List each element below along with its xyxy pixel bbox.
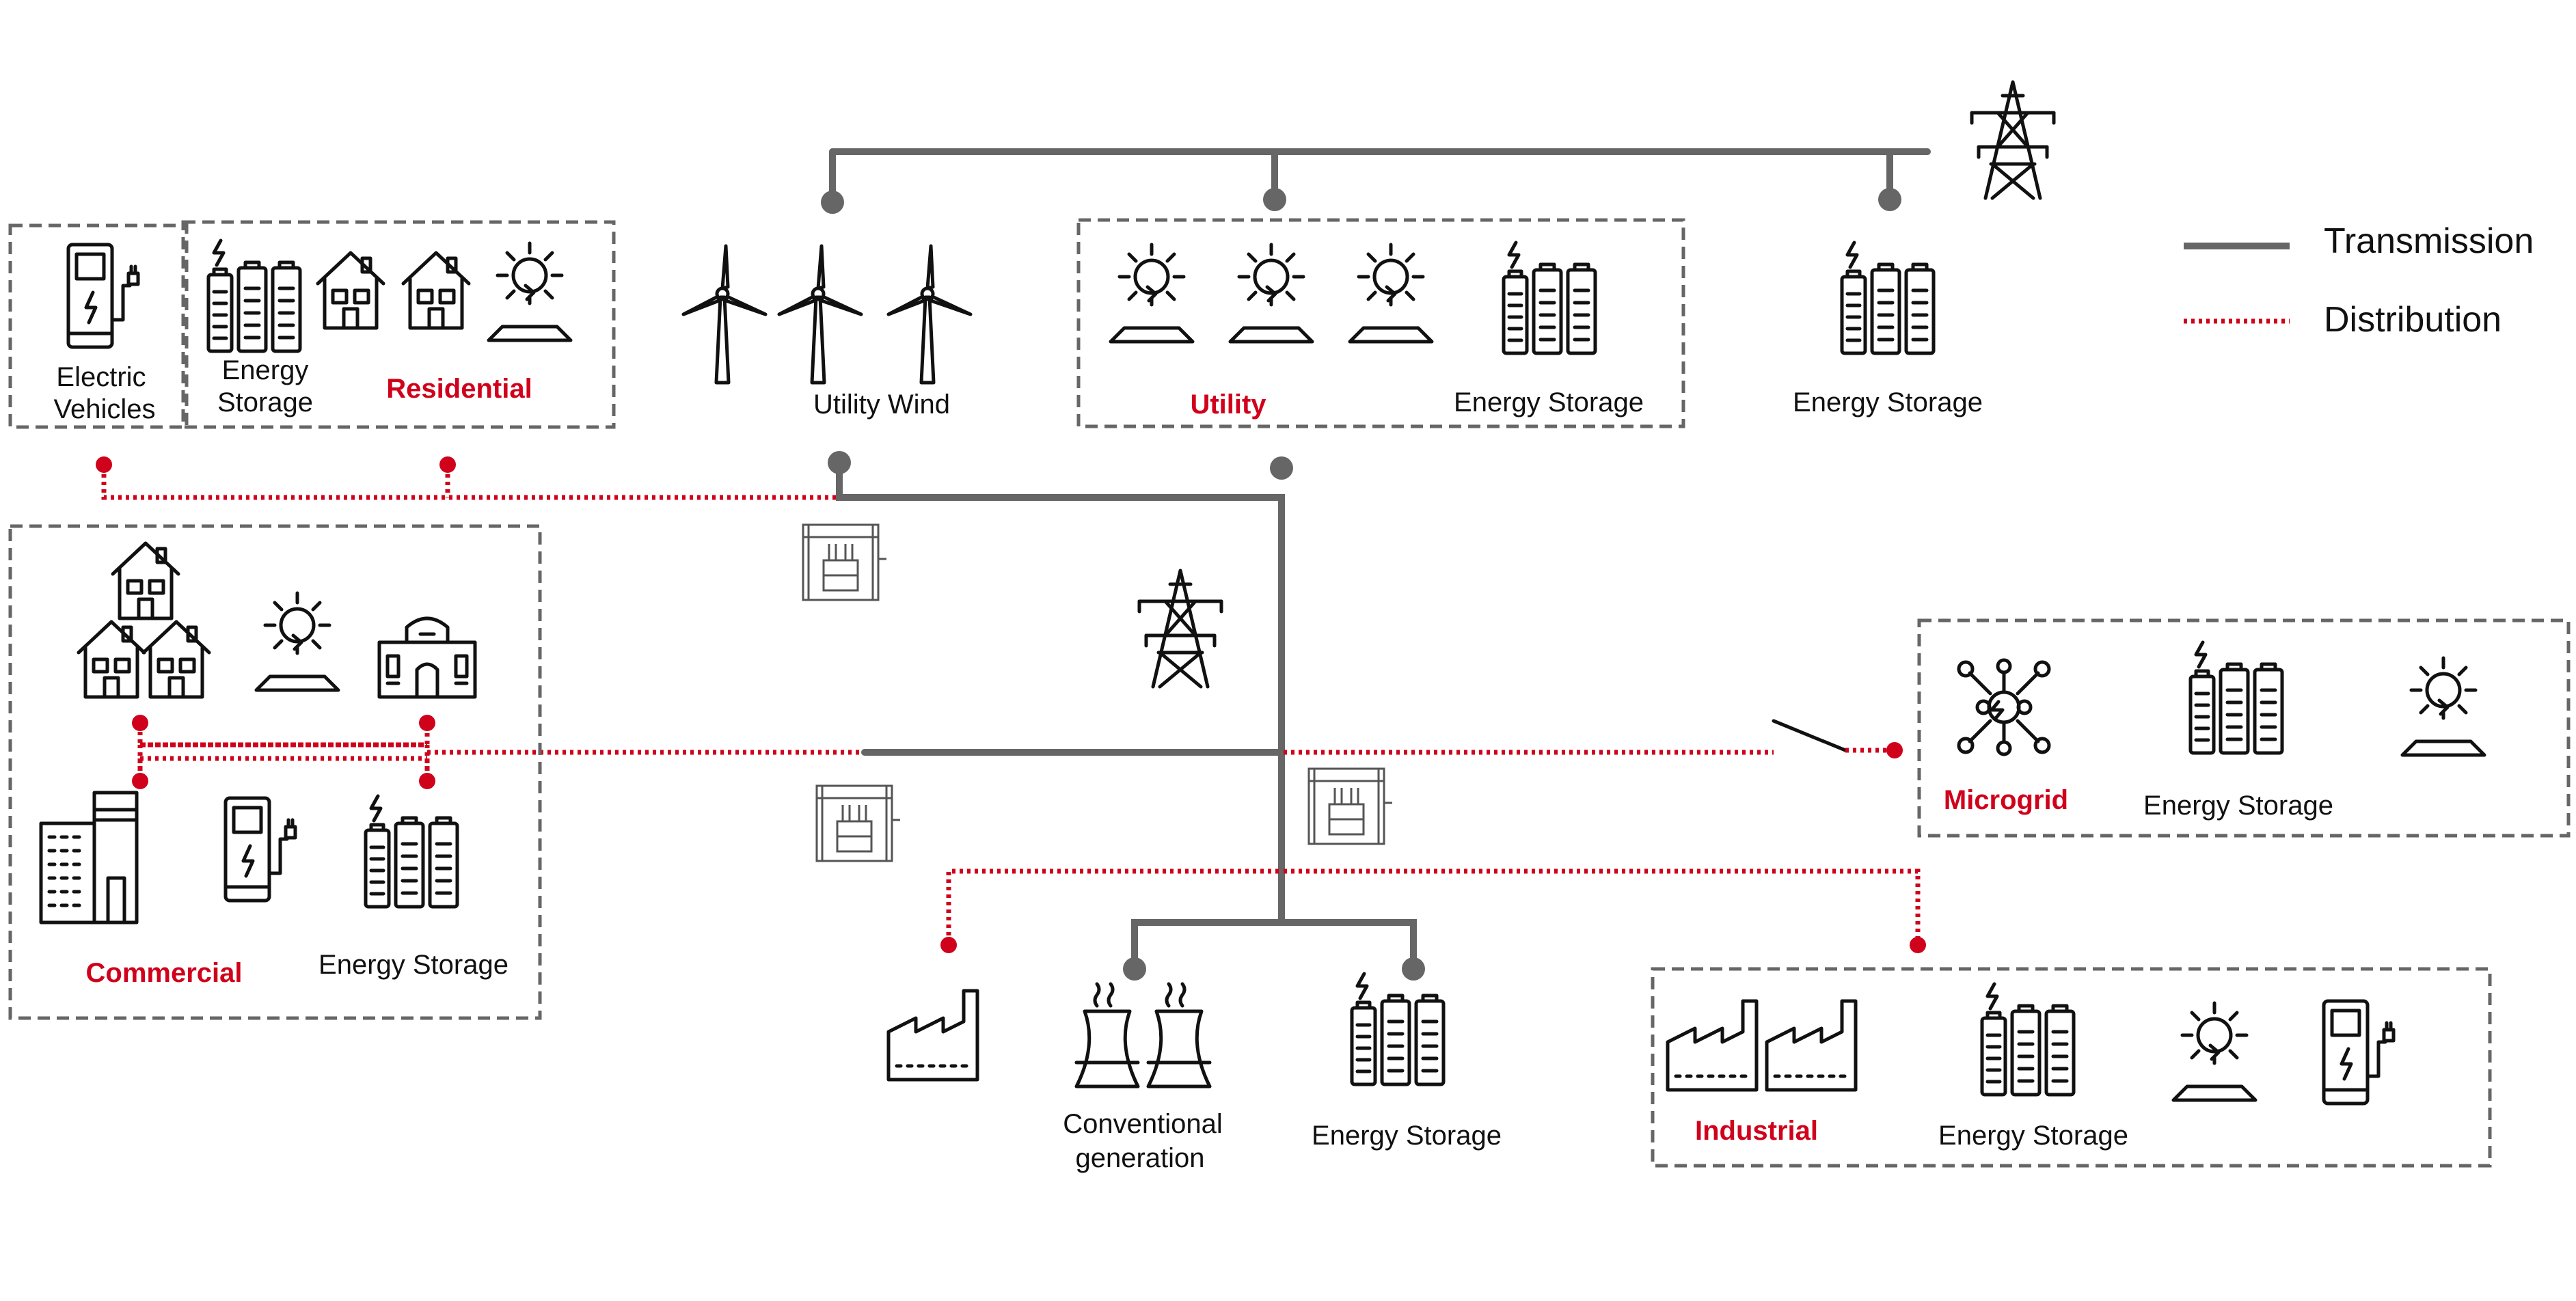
factory-icon: [889, 991, 977, 1080]
solar-panel-icon: [256, 593, 338, 690]
battery-storage-icon: [1504, 243, 1595, 353]
house-icon: [113, 543, 178, 618]
town-hall-icon: [379, 618, 475, 697]
commercial-label: Commercial: [86, 958, 243, 988]
conventional-generation-label-line1: Conventional: [1063, 1109, 1223, 1139]
cooling-tower-icon: [1076, 984, 1138, 1086]
transmission-middle-bus: [836, 461, 1285, 922]
battery-storage-icon: [2191, 642, 2282, 753]
ev-label-line2: Vehicles: [54, 394, 156, 424]
industrial-storage-label: Energy Storage: [1938, 1121, 2128, 1151]
ev-charger-icon: [226, 798, 295, 901]
microgrid-group-box: [1917, 618, 2571, 838]
transmission-tower-icon: [1139, 571, 1221, 687]
node: [1270, 456, 1293, 480]
residential-storage-label-line1: Energy: [222, 355, 309, 385]
solar-panel-icon: [2402, 658, 2484, 755]
solar-panel-icon: [1230, 245, 1312, 342]
solar-panel-icon: [2173, 1003, 2255, 1100]
node: [828, 451, 851, 474]
utility-wind-label: Utility Wind: [813, 389, 950, 420]
battery-storage-icon: [366, 796, 457, 907]
commercial-group-box: [8, 524, 542, 1020]
factory-icon: [1668, 1001, 1757, 1090]
solar-panel-icon: [1350, 245, 1432, 342]
utility-storage-label: Energy Storage: [1454, 387, 1644, 417]
utility-label: Utility: [1190, 389, 1266, 420]
cooling-tower-icon: [1148, 984, 1210, 1086]
substation-transformer-icon: [815, 784, 901, 862]
residential-group-box: [181, 220, 616, 429]
ev-charger-icon: [68, 245, 138, 347]
house-icon: [144, 622, 209, 697]
generation-storage-label: Energy Storage: [1312, 1121, 1502, 1151]
legend-distribution-label: Distribution: [2324, 300, 2502, 340]
transmission-tower-icon: [1972, 82, 2054, 198]
generation-bus: [1131, 919, 1417, 972]
residential-storage-label-line2: Storage: [217, 387, 313, 417]
legend-transmission-label: Transmission: [2324, 221, 2534, 261]
distribution-network: [96, 456, 1926, 953]
substation-transformer-icon: [1307, 767, 1394, 845]
wind-turbine-icon: [683, 246, 765, 383]
transmission-network: [821, 148, 1931, 981]
solar-panel-icon: [1111, 245, 1193, 342]
house-icon: [403, 253, 469, 328]
battery-storage-icon: [1352, 974, 1443, 1084]
open-switch-icon: [1772, 719, 1847, 752]
node: [1123, 957, 1146, 981]
residential-label: Residential: [386, 374, 532, 404]
substation-transformer-icon: [802, 523, 888, 601]
transmission-storage-label: Energy Storage: [1793, 387, 1983, 417]
ev-group-box: [8, 223, 189, 429]
microgrid-network-icon: [1959, 660, 2049, 754]
node: [821, 191, 844, 214]
labels: Electric Vehicles Energy Storage Residen…: [54, 355, 2333, 1173]
solar-panel-icon: [489, 243, 571, 340]
ev-charger-icon: [2324, 1001, 2394, 1104]
node: [1263, 188, 1286, 211]
factory-icon: [1767, 1001, 1856, 1090]
wind-turbine-icon: [889, 246, 971, 383]
battery-storage-icon: [1842, 243, 1934, 353]
microgrid-label: Microgrid: [1944, 785, 2068, 815]
office-building-icon: [41, 793, 137, 922]
node: [1878, 188, 1901, 211]
commercial-storage-label: Energy Storage: [318, 950, 509, 980]
ev-label-line1: Electric: [56, 362, 146, 392]
house-icon: [318, 253, 383, 328]
node: [1402, 957, 1425, 981]
legend: Transmission Distribution: [2184, 221, 2534, 340]
microgrid-storage-label: Energy Storage: [2143, 791, 2333, 821]
battery-storage-icon: [1982, 984, 2074, 1095]
conventional-generation-label-line2: generation: [1075, 1143, 1204, 1173]
utility-solar-group-box: [1076, 218, 1685, 428]
wind-turbine-icon: [779, 246, 861, 383]
industrial-label: Industrial: [1695, 1116, 1818, 1146]
battery-storage-icon: [208, 241, 300, 351]
house-icon: [79, 622, 144, 697]
